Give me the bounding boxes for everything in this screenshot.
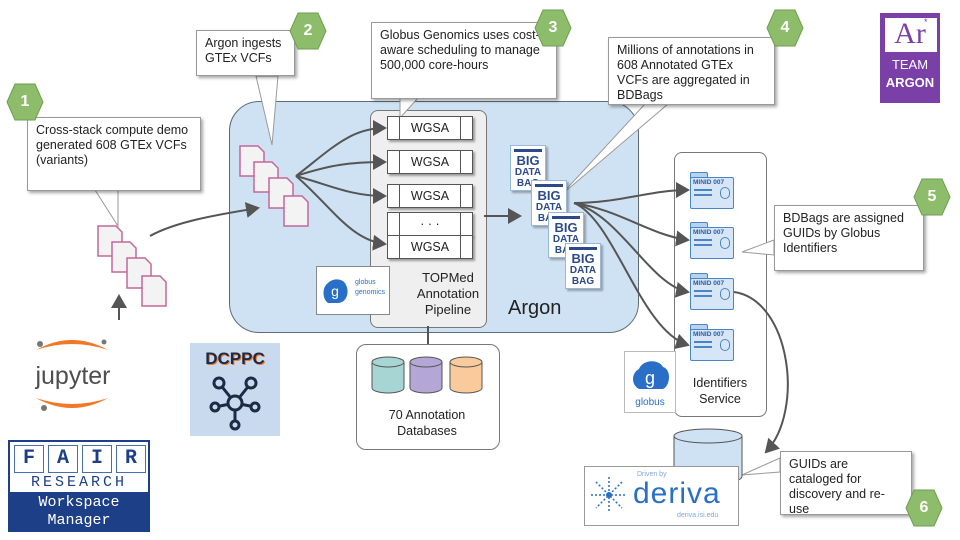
- callout-5: BDBags are assigned GUIDs by Globus Iden…: [774, 205, 924, 271]
- fingerprint-icon: [720, 237, 730, 249]
- wgsa-ellipsis: · · ·: [387, 212, 473, 236]
- callout-3: Globus Genomics uses cost-aware scheduli…: [371, 22, 557, 99]
- globus-logo: g globus: [624, 351, 676, 413]
- minid-folder-1: MINID 007: [690, 172, 734, 210]
- minid-folder-3: MINID 007: [690, 273, 734, 311]
- callout-4: Millions of annotations in 608 Annotated…: [608, 37, 775, 105]
- network-icon: [209, 376, 261, 431]
- step-badge-5: 5: [913, 177, 951, 217]
- fingerprint-icon: [720, 288, 730, 300]
- dcppc-logo: DCPPC: [190, 343, 280, 436]
- svg-text:g: g: [645, 368, 655, 388]
- jupyter-logo: jupyter: [18, 336, 128, 416]
- fingerprint-icon: [720, 187, 730, 199]
- step-badge-6: 6: [905, 488, 943, 528]
- wgsa-job-4: WGSA: [387, 235, 473, 259]
- callout-2: Argon ingests GTEx VCFs: [196, 30, 295, 76]
- step-badge-4: 4: [766, 8, 804, 48]
- database-icons: [371, 356, 483, 394]
- argon-label: Argon: [508, 297, 562, 319]
- callout-6: GUIDs are cataloged for discovery and re…: [780, 451, 912, 516]
- wgsa-job-2: WGSA: [387, 150, 473, 174]
- vcf-documents-left: [97, 225, 167, 307]
- callout-1: Cross-stack compute demo generated 608 G…: [27, 117, 201, 191]
- pipeline-label: TOPMed Annotation Pipeline: [416, 270, 480, 317]
- wgsa-job-3: WGSA: [387, 184, 473, 208]
- step-badge-2: 2: [289, 11, 327, 51]
- fingerprint-icon: [720, 339, 730, 351]
- identifiers-service-label: Identifiers Service: [692, 376, 748, 406]
- svg-text:g: g: [331, 283, 339, 299]
- team-argon-logo: Ar * TEAM ARGON: [880, 13, 940, 103]
- minid-folder-4: MINID 007: [690, 324, 734, 362]
- wgsa-job-1: WGSA: [387, 116, 473, 140]
- databases-label: 70 Annotation Databases: [388, 408, 466, 438]
- step-badge-3: 3: [534, 8, 572, 48]
- vcf-documents-argon: [239, 145, 309, 227]
- deriva-logo: Driven by deriva deriva.isi.edu: [584, 466, 739, 526]
- globus-genomics-logo: g globus genomics: [316, 266, 390, 315]
- fair-research-logo: F A I R RESEARCH Workspace Manager: [8, 440, 150, 532]
- minid-folder-2: MINID 007: [690, 222, 734, 260]
- step-badge-1: 1: [6, 82, 44, 122]
